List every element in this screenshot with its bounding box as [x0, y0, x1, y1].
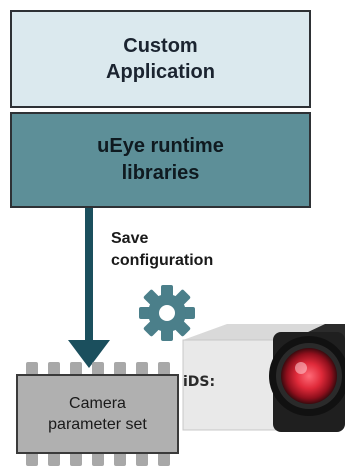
chip-pin: [158, 454, 170, 466]
chip-pin: [136, 362, 148, 374]
save-label-line2: configuration: [111, 252, 214, 269]
runtime-libraries-box: uEye runtime libraries: [10, 112, 311, 208]
custom-application-label-line1: Custom: [123, 35, 198, 57]
camera-parameter-set-label: Camera parameter set: [16, 374, 179, 454]
chip-pin: [92, 454, 104, 466]
chip-pin: [70, 454, 82, 466]
chip-label-line2: parameter set: [48, 416, 147, 433]
runtime-libraries-label-line1: uEye runtime: [97, 135, 224, 157]
chip-pin: [26, 362, 38, 374]
chip-pin: [114, 362, 126, 374]
save-label-line1: Save: [111, 230, 149, 247]
chip-pin: [26, 454, 38, 466]
chip-pin: [48, 454, 60, 466]
camera-icon: iDS:: [182, 324, 345, 432]
save-configuration-label: Save configuration: [111, 228, 213, 272]
chip-pin: [114, 454, 126, 466]
chip-pin: [158, 362, 170, 374]
chip-pin: [136, 454, 148, 466]
chip-pin: [48, 362, 60, 374]
gear-icon: [139, 285, 195, 341]
custom-application-label-line2: Application: [106, 61, 215, 83]
chip-icon: [16, 374, 179, 454]
save-arrow-shaft: [85, 208, 93, 342]
camera-brand-label: iDS:: [183, 374, 215, 390]
chip-pin: [70, 362, 82, 374]
chip-label-line1: Camera: [69, 395, 126, 412]
runtime-libraries-label-line2: libraries: [121, 162, 200, 184]
chip-pin: [92, 362, 104, 374]
custom-application-box: Custom Application: [10, 10, 311, 108]
